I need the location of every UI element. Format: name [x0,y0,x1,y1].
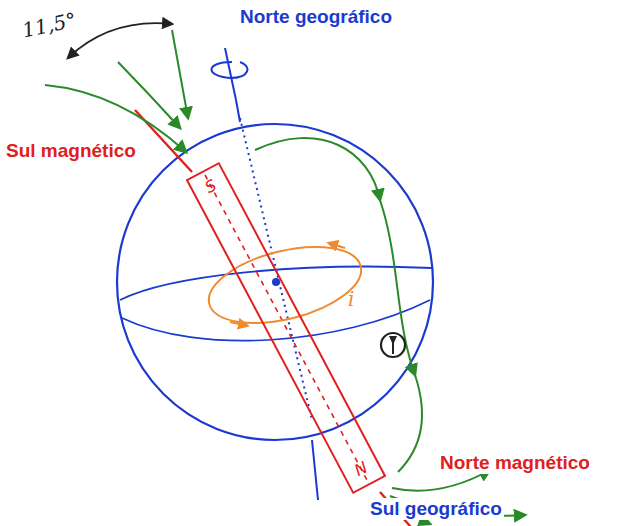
angle-label: 11,5° [18,8,80,43]
magnet-pole-letter: N [352,459,370,479]
geographic-axis [240,118,312,420]
pole-label: Norte magnético [438,452,592,474]
geographic-axis [225,48,236,100]
magnetic-axis [205,175,368,482]
compass-symbol [381,333,405,357]
current-label: i [346,288,356,311]
bar-magnet: SN [186,162,387,494]
pole-label: Sul geográfico [368,498,504,520]
field-lines [45,30,525,524]
magnet-pole-letter: S [203,177,219,196]
geographic-axis [236,100,240,122]
equator-front [122,300,430,341]
angle-arc [68,23,172,58]
center-dot [272,278,280,286]
current-loop [201,233,369,337]
pole-label: Norte geográfico [238,6,394,28]
pole-label: Sul magnético [4,140,138,162]
globe [117,124,433,440]
geographic-axis [312,440,318,500]
